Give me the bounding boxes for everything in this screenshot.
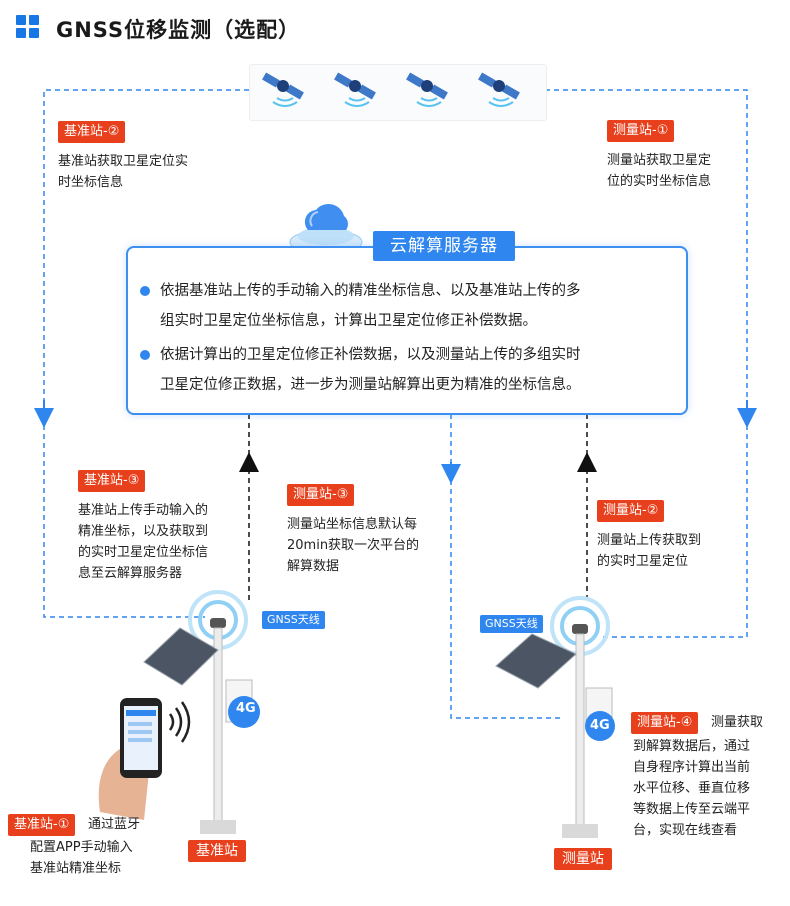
desc-base-1: 配置APP手动输入基准站精准坐标 xyxy=(30,840,133,876)
desc-measure-1: 测量站获取卫星定位的实时坐标信息 xyxy=(607,153,712,189)
desc-base-3: 基准站上传手动输入的精准坐标，以及获取到 的实时卫星定位坐标信息至云解算服务器 xyxy=(78,503,209,581)
bluetooth-signal-icon xyxy=(168,713,175,731)
satellites xyxy=(262,71,521,107)
sat-to-measure-line xyxy=(545,89,748,405)
tag-base-2: 基准站-② xyxy=(58,121,126,143)
bullet-dot-icon xyxy=(140,286,150,296)
satellite-icon xyxy=(262,72,304,107)
cloud-bullet-1: 依据基准站上传的手动输入的精准坐标信息、以及基准站上传的多 组实时卫星定位坐标信… xyxy=(138,276,581,336)
tag-base-3: 基准站-③ xyxy=(78,470,146,492)
cloud-server-title: 云解算服务器 xyxy=(373,231,515,261)
cloud-server-panel: 依据基准站上传的手动输入的精准坐标信息、以及基准站上传的多 组实时卫星定位坐标信… xyxy=(126,246,688,415)
base-4g-label: 4G xyxy=(236,701,256,716)
tag-measure-4: 测量站-④ xyxy=(631,712,699,734)
desc-measure-2: 测量站上传获取到的实时卫星定位 xyxy=(597,533,702,569)
desc-measure-4: 到解算数据后，通过自身程序计算出当前 水平位移、垂直位移等数据上传至云端平 台，… xyxy=(633,739,751,838)
desc-base-1-first: 通过蓝牙 xyxy=(88,817,141,832)
phone-app-icon xyxy=(98,698,191,820)
base-station-device xyxy=(143,590,260,834)
4g-icon xyxy=(228,696,260,728)
base-station-label: 基准站 xyxy=(188,840,246,862)
cloud-bullet-2: 依据计算出的卫星定位修正补偿数据，以及测量站上传的多组实时 卫星定位修正数据，进… xyxy=(138,340,581,400)
desc-measure-4-first: 测量获取 xyxy=(711,715,764,730)
measure-gnss-antenna-label: GNSS天线 xyxy=(480,615,543,633)
grid-logo-icon xyxy=(16,15,40,39)
tag-measure-3: 测量站-③ xyxy=(287,484,355,506)
sat-to-base-line xyxy=(43,89,249,405)
tag-measure-2: 测量站-② xyxy=(597,500,665,522)
measure-4g-label: 4G xyxy=(590,718,610,733)
measure-station-device xyxy=(495,596,615,838)
4g-icon xyxy=(585,711,615,741)
measure-station-label: 测量站 xyxy=(554,848,612,870)
page-title: GNSS位移监测（选配） xyxy=(56,18,301,42)
tag-measure-1: 测量站-① xyxy=(607,120,675,142)
base-gnss-antenna-label: GNSS天线 xyxy=(262,611,325,629)
bullet-dot-icon xyxy=(140,350,150,360)
gnss-antenna-icon xyxy=(572,624,588,634)
tag-base-1: 基准站-① xyxy=(8,814,76,836)
desc-base-2: 基准站获取卫星定位实时坐标信息 xyxy=(58,154,189,190)
gnss-antenna-icon xyxy=(210,618,226,628)
